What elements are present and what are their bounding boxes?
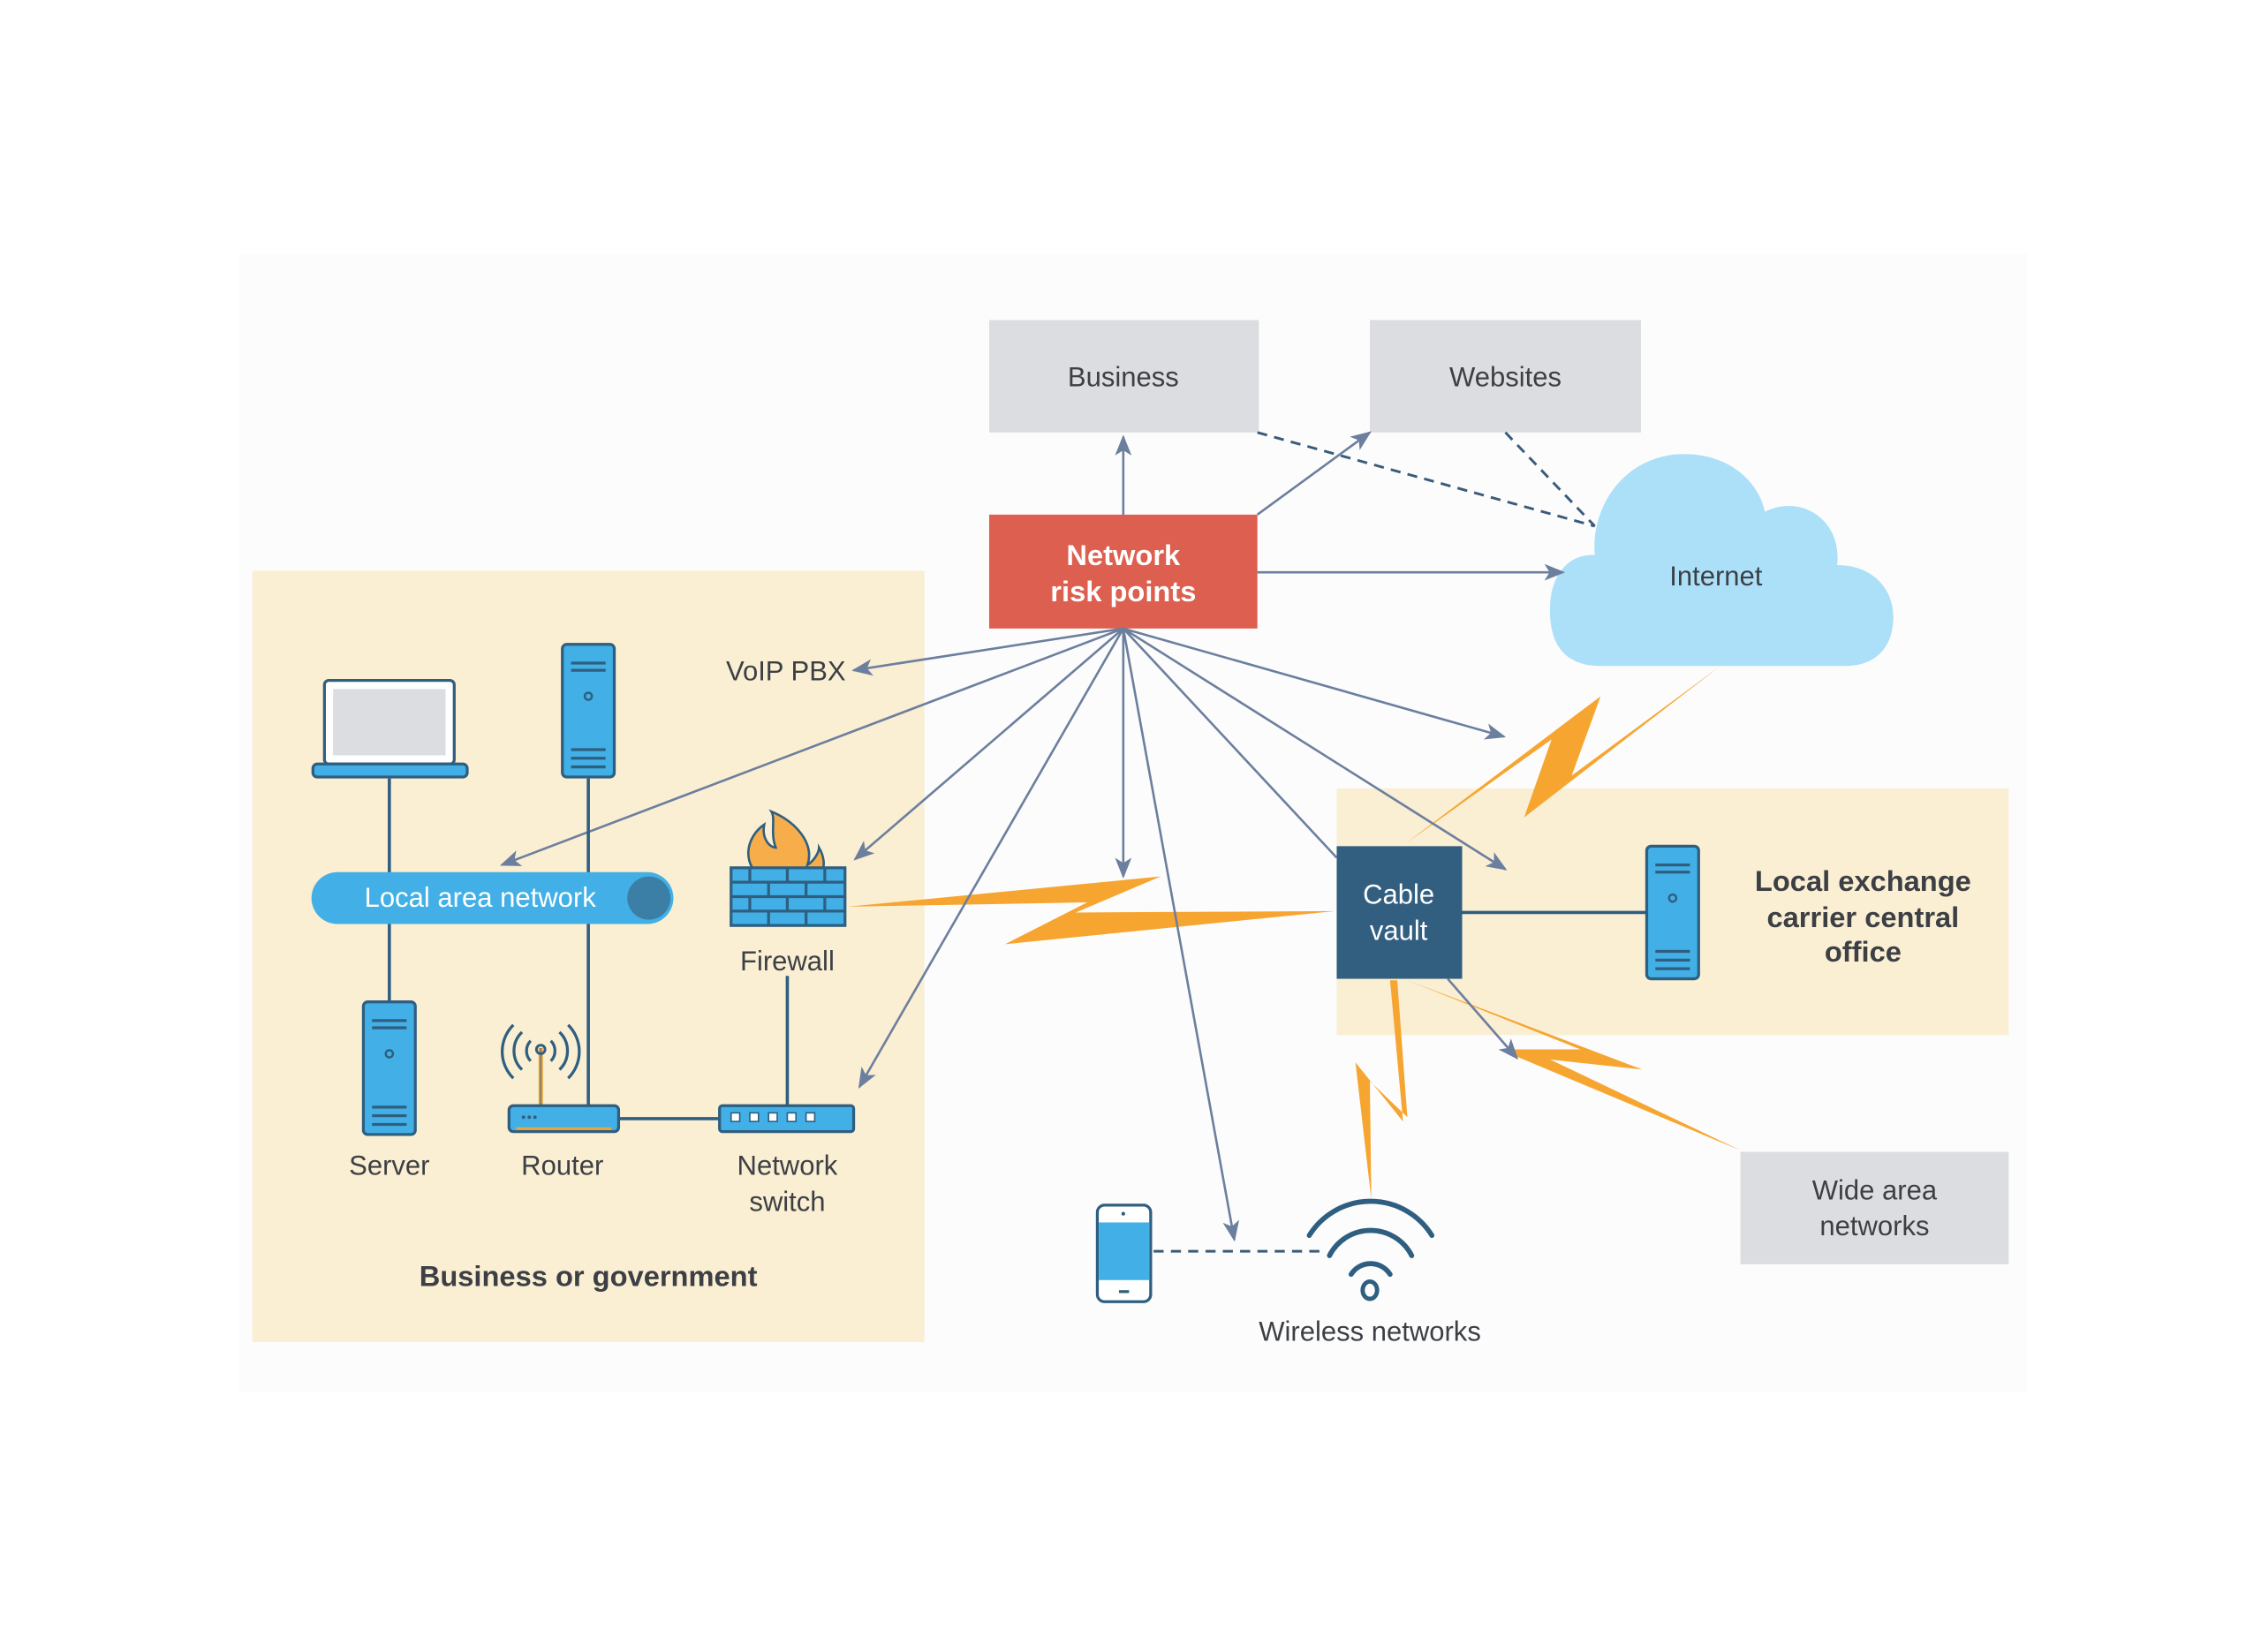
wireless-networks-label: Wireless networks bbox=[1259, 1316, 1481, 1346]
cloud-icon bbox=[1549, 454, 1894, 667]
lec-label-line3: office bbox=[1825, 935, 1902, 968]
firewall-icon bbox=[730, 809, 847, 927]
network-risk-points-box bbox=[989, 514, 1258, 629]
router-icon bbox=[501, 1023, 621, 1134]
business-internet-dashed-link bbox=[1257, 431, 1596, 528]
cable-vault-line2: vault bbox=[1370, 915, 1428, 946]
server-label: Server bbox=[349, 1150, 429, 1181]
cable-vault-line1: Cable bbox=[1363, 879, 1434, 910]
websites-internet-dashed-link bbox=[1504, 431, 1596, 527]
websites-box bbox=[1370, 320, 1641, 433]
arrow-to-lan bbox=[499, 627, 1124, 866]
server-icon bbox=[1645, 844, 1700, 981]
arrow-to-lec bbox=[1123, 627, 1508, 871]
internet-label: Internet bbox=[1669, 561, 1763, 592]
local-area-network-bus bbox=[311, 871, 674, 924]
arrow-to-internet-link bbox=[1123, 627, 1507, 740]
arrow-to-wan bbox=[1447, 977, 1519, 1060]
arrow-to-wireless bbox=[1122, 628, 1240, 1242]
firewall-label: Firewall bbox=[740, 946, 835, 977]
arrow-to-cable-vault bbox=[1122, 627, 1338, 859]
wan-label-line1: Wide area bbox=[1812, 1174, 1938, 1205]
lec-label-line2: carrier central bbox=[1767, 901, 1960, 933]
business-box bbox=[989, 320, 1259, 433]
server-icon bbox=[361, 1000, 417, 1136]
network-risk-points-line1: Network bbox=[1066, 539, 1181, 571]
network-risk-points-line2: risk points bbox=[1050, 575, 1196, 607]
wide-area-networks-box bbox=[1740, 1151, 2009, 1264]
wan-label-line2: networks bbox=[1819, 1211, 1929, 1241]
cable-vault-box bbox=[1336, 846, 1463, 979]
voip-pbx-label: VoIP PBX bbox=[726, 656, 846, 687]
server-icon bbox=[561, 643, 616, 779]
business-government-title: Business or government bbox=[420, 1259, 758, 1292]
lan-label: Local area network bbox=[365, 882, 597, 913]
network-switch-label-line2: switch bbox=[749, 1186, 825, 1217]
lightning-bolt-icon bbox=[848, 666, 1741, 1200]
arrow-to-voip bbox=[851, 627, 1124, 676]
lec-label-line1: Local exchange bbox=[1755, 864, 1971, 897]
arrow-to-switch bbox=[858, 628, 1124, 1090]
risk-arrows bbox=[499, 431, 1566, 1242]
network-switch-label-line1: Network bbox=[737, 1150, 838, 1181]
websites-label: Websites bbox=[1449, 362, 1562, 393]
router-label: Router bbox=[521, 1150, 603, 1181]
arrow-to-websites bbox=[1256, 431, 1372, 516]
business-label: Business bbox=[1068, 362, 1179, 393]
smartphone-icon bbox=[1095, 1203, 1153, 1303]
arrow-to-firewall bbox=[853, 627, 1124, 861]
wifi-icon bbox=[1306, 1198, 1435, 1301]
network-switch-icon bbox=[718, 1104, 856, 1134]
laptop-icon bbox=[311, 678, 469, 779]
